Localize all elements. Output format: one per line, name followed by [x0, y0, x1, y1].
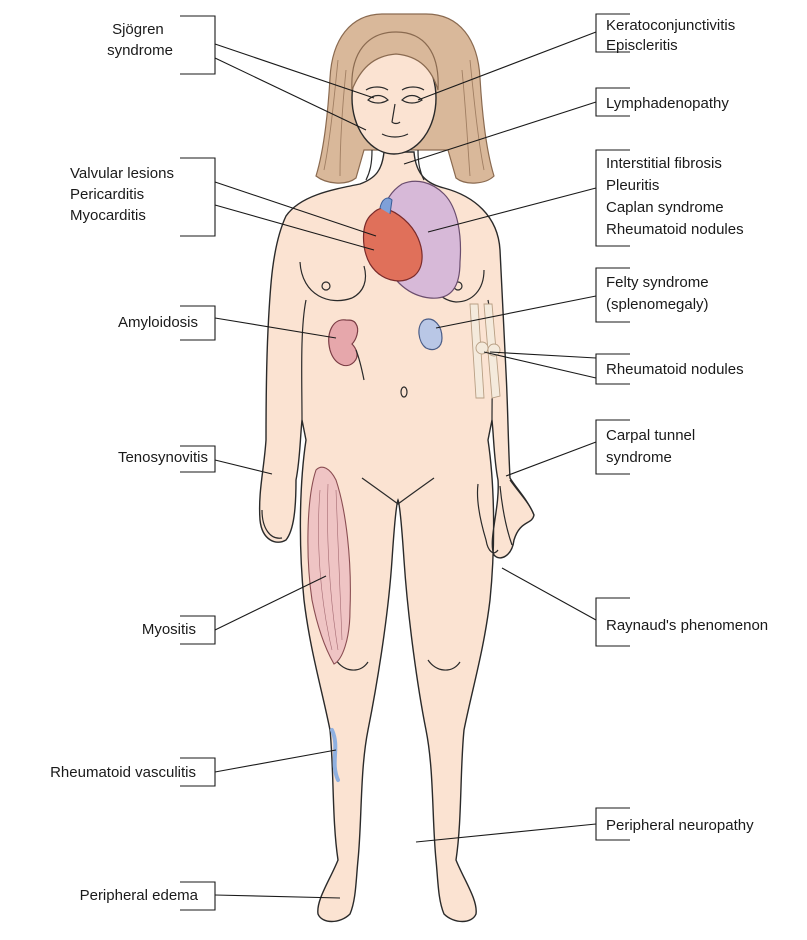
label-raynauds-phenomenon: Raynaud's phenomenon — [606, 617, 768, 634]
label-valvular-lesions: Valvular lesions Pericarditis Myocarditi… — [70, 165, 178, 224]
label-rheumatoid-nodules: Rheumatoid nodules — [606, 361, 744, 378]
label-sjogren: Sjögren syndrome — [107, 21, 173, 59]
label-amyloidosis: Amyloidosis — [118, 314, 198, 331]
label-peripheral-neuropathy: Peripheral neuropathy — [606, 817, 754, 834]
labels-right: Keratoconjunctivitis Episcleritis Lympha… — [606, 17, 768, 834]
label-lymphadenopathy: Lymphadenopathy — [606, 95, 729, 112]
label-keratoconjunctivitis: Keratoconjunctivitis Episcleritis — [606, 17, 739, 54]
label-felty-syndrome: Felty syndrome (splenomegaly) — [606, 274, 713, 313]
label-myositis: Myositis — [142, 621, 196, 638]
label-interstitial-fibrosis: Interstitial fibrosis Pleuritis Caplan s… — [606, 155, 744, 238]
label-rheumatoid-vasculitis: Rheumatoid vasculitis — [50, 764, 196, 781]
label-carpal-tunnel: Carpal tunnel syndrome — [606, 427, 699, 466]
body-figure — [260, 14, 534, 922]
labels-left: Sjögren syndrome Valvular lesions Perica… — [50, 21, 208, 904]
label-tenosynovitis: Tenosynovitis — [118, 449, 208, 466]
label-peripheral-edema: Peripheral edema — [80, 887, 199, 904]
